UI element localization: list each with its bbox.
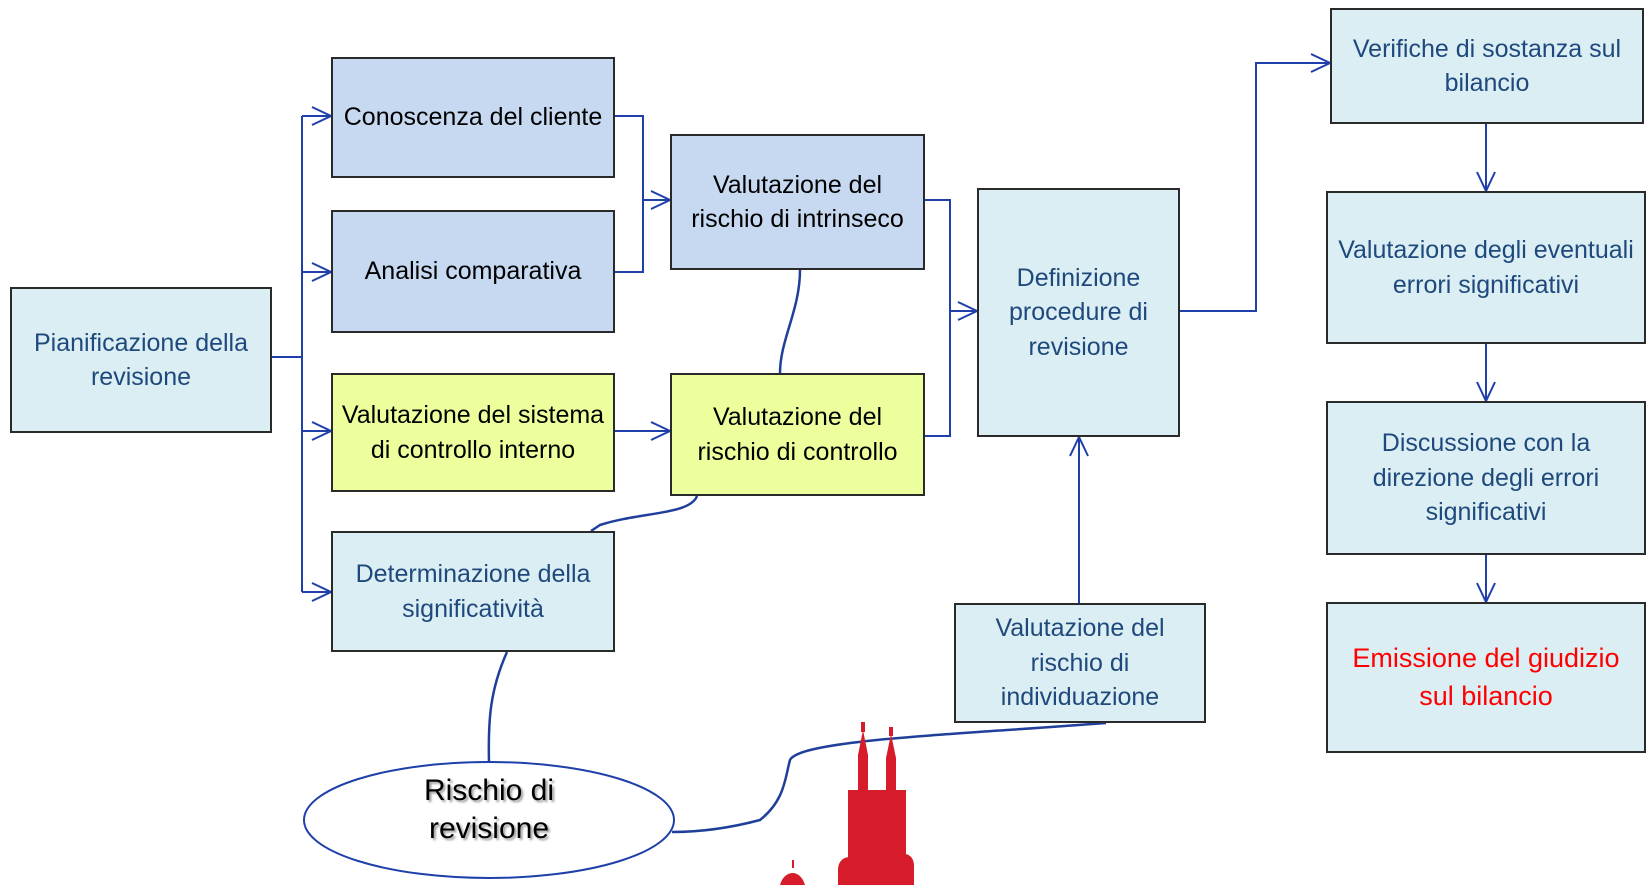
curve-intrinseco-controllo — [778, 269, 802, 374]
box-definizione-procedure: Definizione procedure di revisione — [977, 188, 1180, 437]
box-pianificazione: Pianificazione della revisione — [10, 287, 272, 433]
box-label: Definizione procedure di revisione — [1009, 263, 1148, 361]
connector-to-verifiche — [1180, 63, 1330, 312]
box-label: Valutazione del rischio di intrinseco — [691, 170, 904, 234]
box-label: Valutazione del rischio di individuazion… — [995, 614, 1165, 712]
box-verifiche-sostanza: Verifiche di sostanza sul bilancio — [1330, 8, 1644, 124]
connector-to-intrinseco — [615, 115, 670, 273]
box-label: Valutazione del rischio di controllo — [697, 403, 898, 466]
box-label: Valutazione degli eventuali errori signi… — [1338, 236, 1634, 299]
box-label: Valutazione del sistema di controllo int… — [341, 401, 605, 464]
cathedral-logo-icon — [780, 722, 914, 885]
box-rischio-intrinseco: Valutazione del rischio di intrinseco — [670, 134, 925, 270]
box-rischio-individuazione: Valutazione del rischio di individuazion… — [954, 603, 1206, 723]
box-label: Conoscenza del cliente — [343, 103, 603, 132]
box-label: Discussione con la direzione degli error… — [1372, 429, 1600, 527]
box-label: Emissione del giudizio sul bilancio — [1352, 643, 1620, 711]
box-rischio-controllo: Valutazione del rischio di controllo — [670, 373, 925, 496]
connector-to-definizione — [925, 199, 977, 437]
rischio-revisione-label: Rischio di revisione — [423, 774, 555, 845]
curve-controllo-determinazione — [590, 495, 699, 533]
box-discussione-direzione: Discussione con la direzione degli error… — [1326, 401, 1646, 555]
box-valutazione-sistema: Valutazione del sistema di controllo int… — [331, 373, 615, 492]
box-label: Verifiche di sostanza sul bilancio — [1352, 34, 1622, 98]
box-label: Determinazione della significatività — [355, 560, 591, 623]
curve-determinazione-ellipse — [487, 651, 509, 764]
rischio-revisione-ellipse — [303, 761, 675, 879]
connector-trunk — [272, 116, 303, 592]
box-label: Pianificazione della revisione — [33, 328, 249, 392]
box-analisi-comparativa: Analisi comparativa — [331, 210, 615, 333]
box-valutazione-errori: Valutazione degli eventuali errori signi… — [1326, 191, 1646, 344]
box-emissione-giudizio: Emissione del giudizio sul bilancio — [1326, 602, 1646, 753]
box-label: Analisi comparativa — [364, 257, 582, 286]
box-conoscenza-cliente: Conoscenza del cliente — [331, 57, 615, 178]
box-determinazione: Determinazione della significatività — [331, 531, 615, 652]
curve-individuazione-ellipse — [671, 721, 1107, 834]
